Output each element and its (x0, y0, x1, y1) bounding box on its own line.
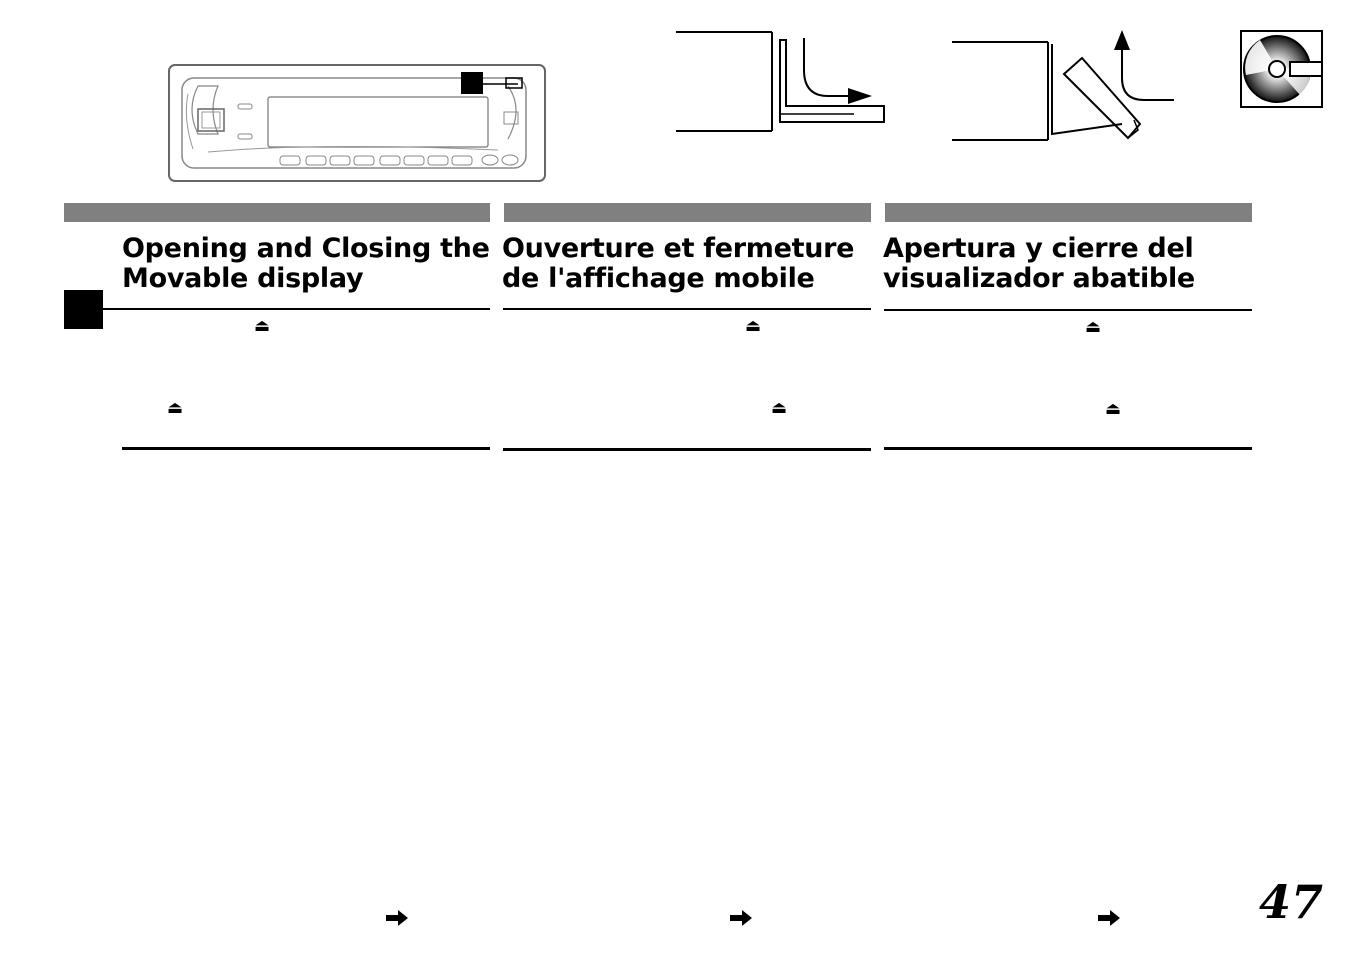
section-bar-english (64, 203, 490, 222)
right-arrow-icon (730, 910, 752, 926)
display-tilt-illustration (952, 30, 1174, 141)
eject-icon: ⏏ (254, 316, 271, 336)
eject-icon: ⏏ (1105, 399, 1122, 419)
eject-icon: ⏏ (1085, 317, 1102, 337)
section-bar-french (504, 203, 871, 222)
section-end-rule-english (122, 447, 490, 450)
eject-icon: ⏏ (745, 316, 762, 336)
right-arrow-icon (1098, 910, 1120, 926)
section-title-spanish: Apertura y cierre del visualizador abati… (883, 233, 1195, 294)
section-bar-spanish (885, 203, 1252, 222)
title-rule-spanish (884, 309, 1252, 311)
section-title-french: Ouverture et fermeture de l'affichage mo… (502, 233, 855, 294)
display-slide-illustration (676, 31, 885, 132)
car-stereo-illustration (168, 64, 546, 182)
section-end-rule-spanish (884, 447, 1252, 450)
title-rule-french (503, 308, 871, 310)
cd-disc-icon (1240, 30, 1323, 108)
section-title-english: Opening and Closing the Movable display (122, 233, 490, 294)
right-arrow-icon (386, 910, 408, 926)
section-end-rule-french (503, 448, 871, 451)
title-rule-english (103, 308, 490, 310)
eject-icon: ⏏ (771, 398, 788, 418)
page-number: 47 (1258, 875, 1323, 929)
language-marker-square (64, 290, 103, 329)
eject-icon: ⏏ (167, 398, 184, 418)
